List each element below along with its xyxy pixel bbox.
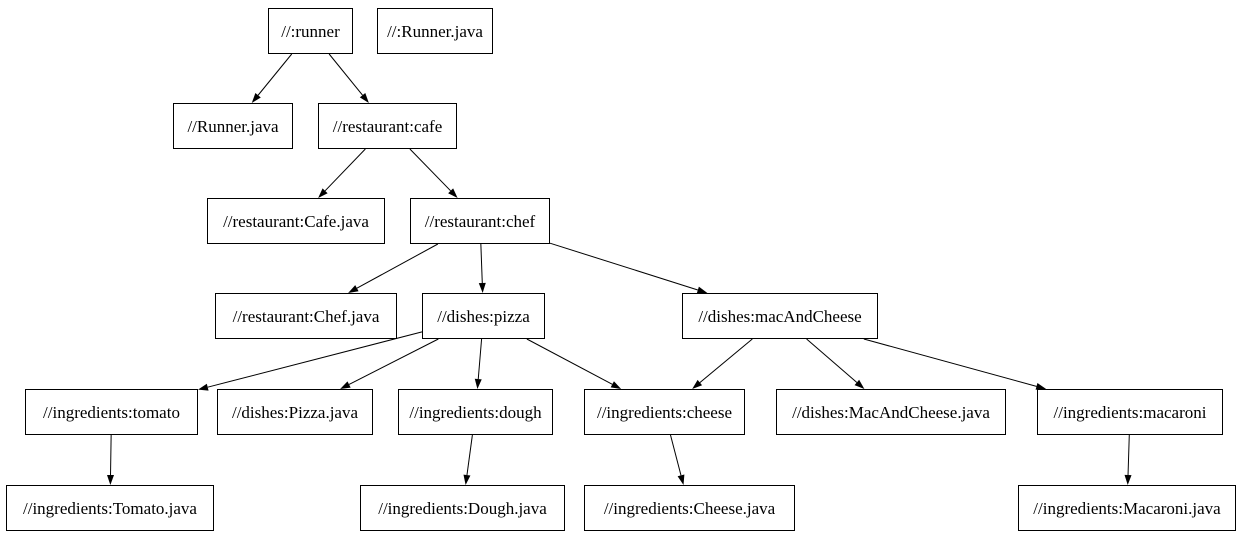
edge-chef-to-pizza: [480, 243, 483, 284]
node-label: //ingredients:dough: [409, 402, 542, 422]
graph-node-cheese: //ingredients:cheese: [584, 389, 745, 435]
arrowhead-runner-to-runner-java: [251, 93, 261, 103]
graph-node-chef-java: //restaurant:Chef.java: [215, 293, 397, 339]
edge-cafe-to-chef: [409, 148, 451, 192]
arrowhead-mac-and-cheese-to-cheese: [692, 379, 703, 389]
node-label: //restaurant:chef: [424, 211, 536, 231]
edge-pizza-to-pizza-java: [348, 338, 439, 385]
edge-pizza-to-cheese: [526, 338, 613, 385]
node-label: //restaurant:Cafe.java: [223, 211, 369, 231]
node-label: //ingredients:Cheese.java: [603, 498, 776, 518]
node-label: //:runner: [281, 21, 340, 41]
edge-cheese-to-cheese-java: [670, 434, 682, 476]
graph-node-chef: //restaurant:chef: [410, 198, 550, 244]
node-label: //dishes:macAndCheese: [698, 306, 862, 326]
graph-node-tomato: //ingredients:tomato: [25, 389, 198, 435]
node-label: //ingredients:Macaroni.java: [1033, 498, 1221, 518]
node-label: //Runner.java: [187, 116, 279, 136]
graph-node-macaroni-java: //ingredients:Macaroni.java: [1018, 485, 1236, 531]
edge-pizza-to-dough: [477, 338, 483, 380]
arrowhead-runner-to-cafe: [359, 93, 369, 103]
node-label: //dishes:MacAndCheese.java: [792, 402, 990, 422]
graph-node-cafe-java: //restaurant:Cafe.java: [207, 198, 385, 244]
arrowhead-pizza-to-dough: [474, 378, 482, 389]
edge-mac-and-cheese-to-macaroni: [863, 338, 1037, 387]
graph-node-cheese-java: //ingredients:Cheese.java: [584, 485, 795, 531]
edge-dough-to-dough-java: [466, 434, 473, 476]
graph-node-mac-and-cheese: //dishes:macAndCheese: [682, 293, 878, 339]
edge-runner-to-runner-java: [257, 53, 293, 96]
graph-node-runner-java-file: //:Runner.java: [377, 8, 493, 54]
graph-node-mac-and-cheese-java: //dishes:MacAndCheese.java: [776, 389, 1006, 435]
node-label: //restaurant:Chef.java: [232, 306, 380, 326]
graph-node-cafe: //restaurant:cafe: [318, 103, 457, 149]
edge-chef-to-mac-and-cheese: [549, 242, 698, 291]
graph-node-runner-java: //Runner.java: [173, 103, 293, 149]
arrowhead-dough-to-dough-java: [463, 474, 471, 485]
arrowhead-macaroni-to-macaroni-java: [1124, 474, 1132, 485]
arrowhead-cheese-to-cheese-java: [677, 474, 685, 485]
node-label: //dishes:pizza: [437, 306, 530, 326]
arrowhead-pizza-to-pizza-java: [340, 381, 351, 389]
edge-pizza-to-tomato: [207, 331, 423, 388]
node-label: //ingredients:Dough.java: [378, 498, 547, 518]
graph-node-runner: //:runner: [268, 8, 353, 54]
node-label: //ingredients:cheese: [596, 402, 732, 422]
graph-node-tomato-java: //ingredients:Tomato.java: [6, 485, 214, 531]
graph-node-macaroni: //ingredients:macaroni: [1037, 389, 1223, 435]
graph-node-dough-java: //ingredients:Dough.java: [360, 485, 565, 531]
graph-node-dough: //ingredients:dough: [398, 389, 553, 435]
arrowhead-pizza-to-tomato: [198, 383, 209, 391]
edge-runner-to-cafe: [328, 53, 363, 96]
arrowhead-mac-and-cheese-to-mac-and-cheese-java: [854, 379, 865, 389]
edge-mac-and-cheese-to-cheese: [699, 338, 753, 383]
arrowhead-cafe-to-chef: [448, 188, 458, 198]
arrowhead-cafe-to-cafe-java: [318, 188, 328, 198]
graph-node-pizza-java: //dishes:Pizza.java: [217, 389, 373, 435]
edge-macaroni-to-macaroni-java: [1127, 434, 1130, 476]
node-label: //ingredients:tomato: [43, 402, 180, 422]
graph-node-pizza: //dishes:pizza: [422, 293, 545, 339]
edge-chef-to-chef-java: [356, 243, 439, 289]
arrowhead-chef-to-chef-java: [348, 285, 359, 293]
node-label: //ingredients:macaroni: [1053, 402, 1207, 422]
node-label: //restaurant:cafe: [332, 116, 443, 136]
node-label: //ingredients:Tomato.java: [23, 498, 197, 518]
node-label: //dishes:Pizza.java: [231, 402, 359, 422]
arrowhead-pizza-to-cheese: [610, 381, 622, 389]
node-label: //:Runner.java: [387, 21, 483, 41]
edge-mac-and-cheese-to-mac-and-cheese-java: [806, 338, 858, 383]
arrowhead-chef-to-pizza: [478, 282, 486, 293]
edge-cafe-to-cafe-java: [324, 148, 366, 192]
arrowhead-tomato-to-tomato-java: [107, 474, 115, 485]
edge-tomato-to-tomato-java: [110, 434, 112, 476]
